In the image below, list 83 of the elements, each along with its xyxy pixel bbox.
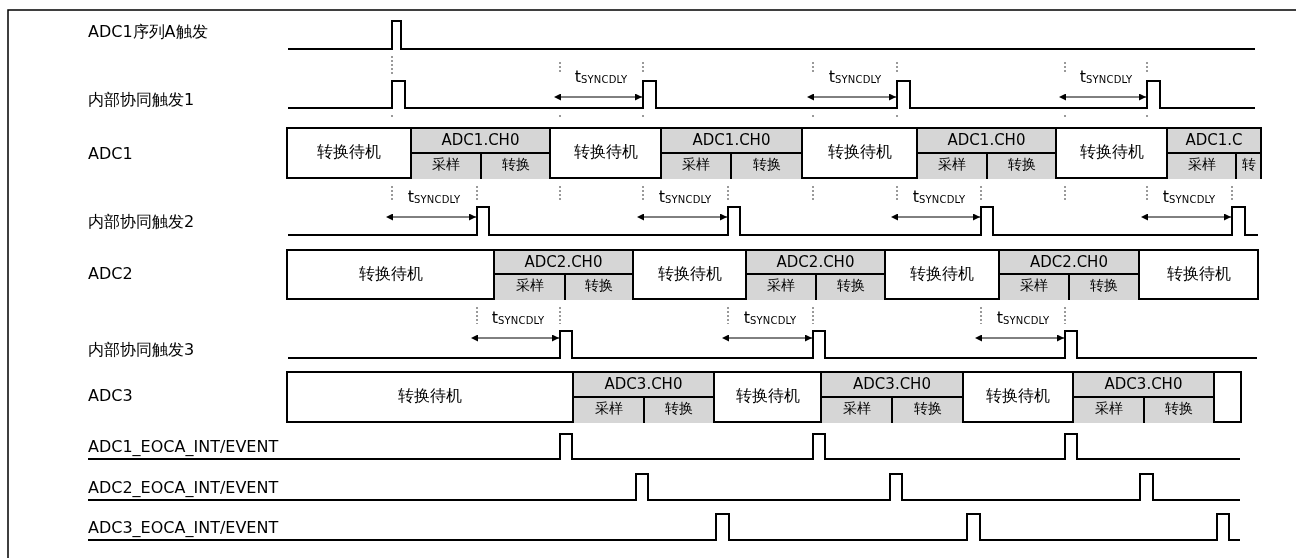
phase-segment — [730, 152, 803, 179]
segment-label: 采样 — [514, 275, 545, 295]
phase-segment — [493, 273, 566, 300]
signal-name: 内部协同触发1 — [88, 90, 195, 110]
segment-label: 采样 — [937, 154, 967, 174]
phase-segment — [891, 396, 964, 423]
signal-name: 内部协同触发3 — [88, 340, 195, 360]
segment-label: 转换待机 — [1165, 262, 1232, 285]
state-segment — [286, 371, 574, 423]
segment-label: ADC2.CH0 — [523, 251, 604, 273]
segment-label: 转换 — [584, 275, 614, 295]
state-segment — [713, 371, 822, 423]
phase-segment — [820, 396, 893, 423]
state-segment — [286, 249, 495, 300]
phase-segment — [643, 396, 715, 423]
segment-label: 转换待机 — [572, 141, 639, 163]
segment-label: 转换待机 — [734, 385, 801, 407]
signal-name: ADC2 — [88, 264, 133, 284]
phase-segment — [1072, 396, 1145, 423]
segment-label: 转换 — [912, 398, 943, 418]
state-segment — [1055, 127, 1168, 179]
phase-segment — [410, 152, 482, 179]
segment-label: 转换待机 — [1078, 141, 1145, 163]
signal-name: ADC2_EOCA_INT/EVENT — [88, 478, 279, 498]
state-segment — [632, 249, 747, 300]
segment-label: ADC2.CH0 — [1029, 251, 1109, 273]
state-segment — [884, 249, 1000, 300]
segment-label: 转 — [1240, 154, 1257, 174]
segment-label: 采样 — [431, 154, 461, 174]
segment-label: 转换 — [751, 154, 782, 174]
phase-segment — [1143, 396, 1215, 423]
state-segment — [286, 127, 412, 179]
segment-label: 转换待机 — [397, 385, 463, 407]
segment-label: 转换 — [664, 398, 694, 418]
phase-segment — [1235, 152, 1262, 179]
blank-segment — [1213, 371, 1242, 423]
phase-segment — [916, 152, 988, 179]
segment-label: ADC3.CH0 — [852, 374, 932, 395]
segment-label: 转换 — [500, 154, 531, 174]
phase-segment — [660, 152, 732, 179]
phase-segment — [998, 273, 1070, 300]
segment-label: 采样 — [766, 275, 796, 295]
state-segment — [1138, 249, 1259, 300]
segment-label: ADC1.CH0 — [691, 130, 772, 151]
segment-label: 转换 — [1006, 154, 1037, 174]
phase-segment — [815, 273, 886, 300]
signal-name: ADC1_EOCA_INT/EVENT — [88, 437, 279, 457]
state-segment — [801, 127, 918, 179]
segment-label: 转换 — [835, 275, 866, 295]
phase-segment — [480, 152, 551, 179]
segment-label: ADC1.C — [1184, 130, 1244, 151]
phase-segment — [564, 273, 634, 300]
segment-label: ADC3.CH0 — [1103, 374, 1184, 395]
segment-label: 采样 — [681, 154, 711, 174]
signal-name: 内部协同触发2 — [88, 212, 195, 232]
segment-label: 转换待机 — [909, 262, 975, 285]
segment-label: 转换待机 — [357, 262, 424, 285]
state-segment — [962, 371, 1074, 423]
segment-label: 转换待机 — [985, 385, 1051, 407]
segment-label: 采样 — [593, 398, 624, 418]
segment-label: 转换待机 — [826, 141, 893, 163]
segment-label: 转换 — [1164, 398, 1194, 418]
signal-name: ADC3 — [88, 386, 133, 406]
phase-segment — [1166, 152, 1237, 179]
segment-label: 采样 — [1019, 275, 1049, 295]
segment-label: 转换 — [1089, 275, 1119, 295]
segment-label: ADC3.CH0 — [603, 374, 684, 395]
segment-label: 采样 — [841, 398, 872, 418]
segment-label: 转换待机 — [316, 141, 382, 163]
segment-label: ADC1.CH0 — [946, 130, 1027, 151]
signal-name: ADC1序列A触发 — [88, 22, 208, 42]
signal-name: ADC3_EOCA_INT/EVENT — [88, 518, 279, 538]
segment-label: ADC1.CH0 — [440, 130, 521, 151]
segment-label: 采样 — [1186, 154, 1217, 174]
phase-segment — [572, 396, 645, 423]
segment-label: 采样 — [1093, 398, 1124, 418]
segment-label: 转换待机 — [656, 262, 723, 285]
signal-name: ADC1 — [88, 144, 133, 164]
phase-segment — [1068, 273, 1140, 300]
phase-segment — [745, 273, 817, 300]
segment-label: ADC2.CH0 — [775, 251, 856, 273]
phase-segment — [986, 152, 1057, 179]
state-segment — [549, 127, 662, 179]
